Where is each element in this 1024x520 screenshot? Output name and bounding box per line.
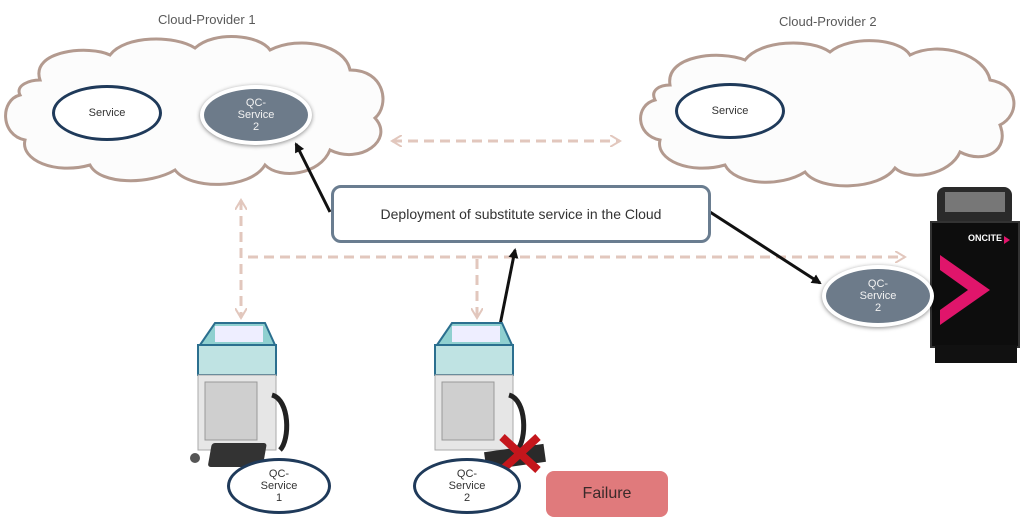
failure-label: Failure	[582, 485, 632, 502]
cloud-provider-2-shape	[639, 39, 1016, 188]
service-label: Service	[711, 105, 749, 117]
deploy-to-cloud-arrow	[294, 142, 332, 213]
qc-service-label: QC- Service 2	[859, 278, 897, 314]
cloud-1-qc-service-2-node[interactable]: QC- Service 2	[200, 85, 312, 145]
qc-service-label: QC- Service 1	[260, 468, 298, 504]
oncite-edge-device	[930, 187, 1020, 363]
cloud-provider-1-shape	[4, 35, 385, 186]
failure-cross-icon	[499, 434, 541, 473]
machine-2-qc-service-node[interactable]: QC- Service 2	[413, 458, 521, 514]
cloud-provider-2-title: Cloud-Provider 2	[779, 14, 877, 29]
cloud-1-service-node[interactable]: Service	[52, 85, 162, 141]
edge-qc-service-2-node[interactable]: QC- Service 2	[822, 265, 934, 327]
machine-1-qc-service-node[interactable]: QC- Service 1	[227, 458, 331, 514]
qc-service-label: QC- Service 2	[448, 468, 486, 504]
service-label: Service	[88, 107, 126, 119]
machine2-to-deploy-arrow	[498, 248, 519, 326]
qc-service-label: QC- Service 2	[237, 97, 275, 133]
cloud-provider-1-title: Cloud-Provider 1	[158, 12, 256, 27]
cloud-2-service-node[interactable]: Service	[675, 83, 785, 139]
deployment-label: Deployment of substitute service in the …	[380, 206, 662, 222]
oncite-brand-label: ONCITE	[968, 233, 1003, 243]
failure-badge: Failure	[546, 471, 668, 517]
machine-1-image	[190, 322, 290, 467]
deployment-box: Deployment of substitute service in the …	[331, 185, 711, 243]
deploy-to-edge-arrow	[709, 210, 822, 285]
